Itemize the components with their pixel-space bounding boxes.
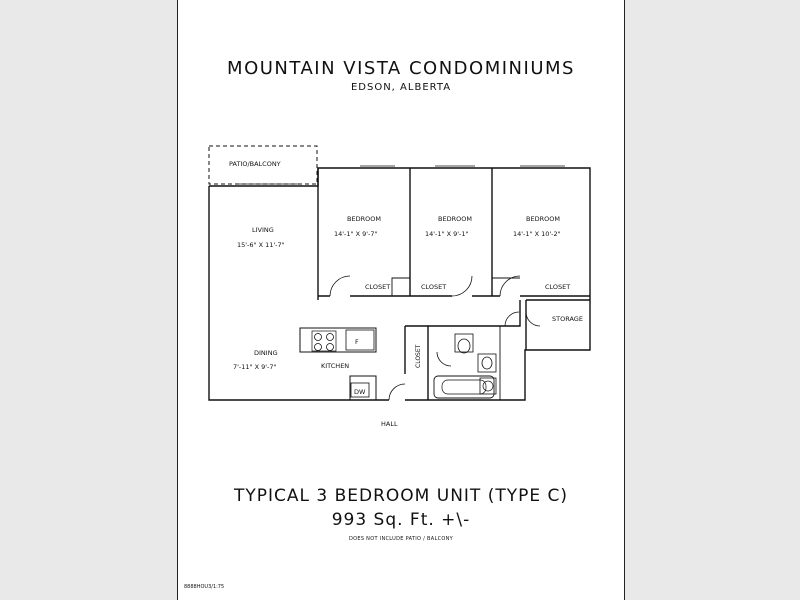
plan-title: MOUNTAIN VISTA CONDOMINIUMS [227,58,575,79]
exterior-wall-left [208,186,389,401]
unit-type: TYPICAL 3 BEDROOM UNIT (TYPE C) [233,486,569,506]
burner-icon [314,333,322,341]
door-utility[interactable] [504,311,520,327]
unit-area: 993 Sq. Ft. +\- [331,510,471,530]
toilet-tank [454,333,474,353]
living-label: LIVING [252,226,274,234]
dishwasher-label: DW [354,388,366,396]
sink [481,356,493,370]
bedroom-3-dims: 14'-1" X 10'-2" [513,230,561,238]
bathtub [433,375,495,399]
bedroom-3-label: BEDROOM [526,215,560,223]
fridge-label: F [355,338,359,346]
hall-label: HALL [381,420,398,428]
plan-location: EDSON, ALBERTA [350,82,452,93]
burner-icon [314,343,322,351]
entry-door[interactable] [388,383,406,401]
bedroom-1-label: BEDROOM [347,215,381,223]
dining-dims: 7'-11" X 9'-7" [233,363,277,371]
living-dims: 15'-6" X 11'-7" [237,241,285,249]
door-bedroom-3[interactable] [499,275,521,297]
dining-label: DINING [254,349,278,357]
dishwasher [350,382,370,398]
door-bedroom-2[interactable] [451,275,473,297]
bathroom-top-wall [428,300,521,327]
bedroom-2-label: BEDROOM [438,215,472,223]
area-note: DOES NOT INCLUDE PATIO / BALCONY [348,536,454,542]
stove [311,330,337,352]
washer-drum [482,380,494,392]
closet-3-label: CLOSET [545,283,570,291]
burner-icon [326,333,334,341]
bedroom-1-dims: 14'-1" X 9'-7" [334,230,378,238]
closet-2-label: CLOSET [421,283,446,291]
door-bathroom[interactable] [436,351,452,367]
storage-label: STORAGE [552,315,583,323]
closet-1-wall [391,277,410,296]
hall-closet-label: CLOSET [415,344,422,368]
vanity [477,353,497,373]
burner-icon [326,343,334,351]
washer [479,377,497,395]
kitchen-counter-lower [349,375,377,401]
bedroom-2-dims: 14'-1" X 9'-1" [425,230,469,238]
exterior-wall-right [405,300,591,401]
fridge [345,329,375,351]
patio-label: PATIO/BALCONY [229,160,281,168]
kitchen-label: KITCHEN [321,362,349,370]
closet-1-label: CLOSET [365,283,390,291]
drawing-reference: 8888HOU3/1:75 [184,584,225,590]
door-storage[interactable] [525,311,541,327]
toilet-bowl [457,338,471,354]
bathtub-basin [441,379,487,395]
door-bedroom-1[interactable] [329,275,351,297]
kitchen-counter-upper [299,327,377,353]
